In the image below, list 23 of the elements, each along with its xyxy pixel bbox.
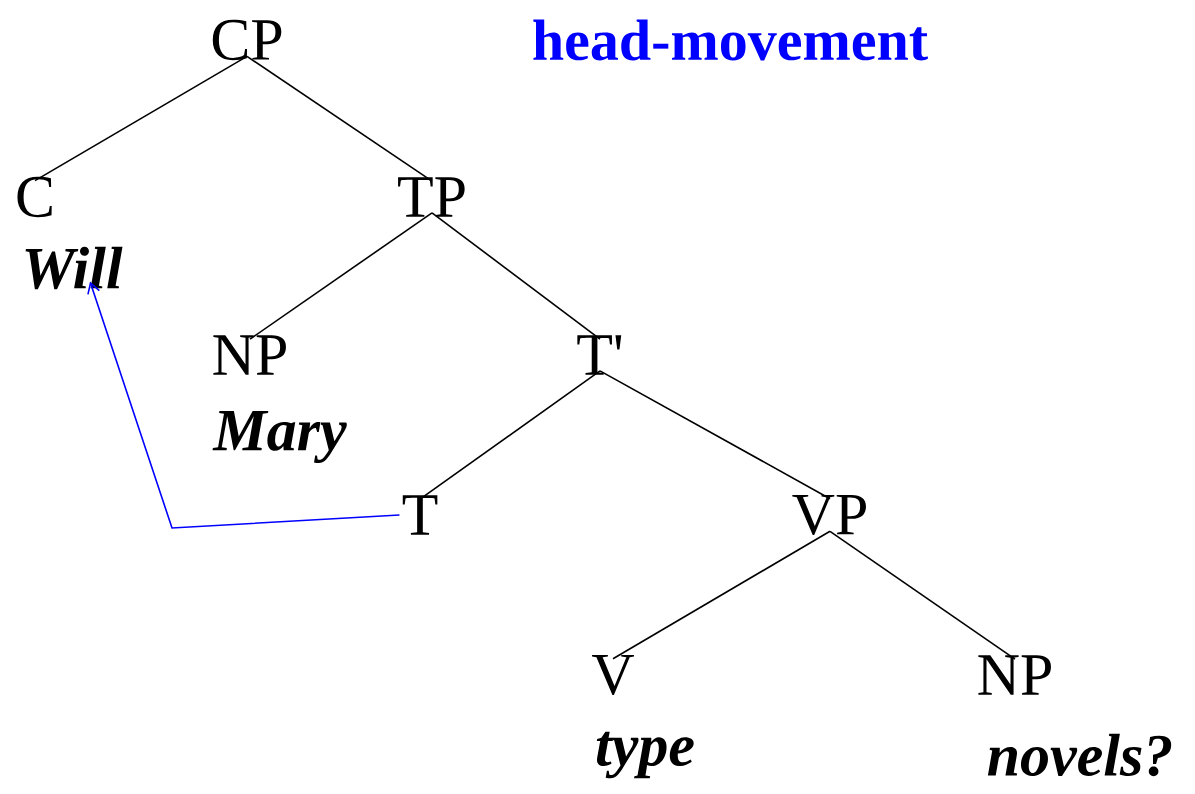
category-label: CP: [212, 19, 282, 61]
tree-branch: [829, 530, 1016, 660]
category-label: NP: [978, 655, 1051, 695]
category-label: T: [402, 495, 438, 535]
tree-branch: [431, 212, 601, 340]
tree-branch: [599, 370, 831, 500]
category-label: NP: [213, 335, 286, 375]
category-label: C: [17, 176, 52, 218]
tree-branch: [34, 55, 248, 182]
movement-arrow: [87, 281, 401, 529]
word-label: novels?: [987, 733, 1172, 777]
tree-branch: [612, 530, 831, 660]
word-label: Will: [25, 246, 123, 290]
word-label: Mary: [212, 410, 347, 464]
category-label: T': [577, 335, 622, 375]
tree-branch: [246, 55, 433, 182]
category-label: VP: [792, 494, 866, 536]
tree-branch: [419, 370, 601, 500]
category-label: TP: [398, 177, 465, 217]
title: head-movement: [533, 19, 928, 61]
category-label: V: [592, 654, 634, 696]
word-label: type: [596, 731, 694, 779]
tree-branch: [249, 212, 433, 340]
